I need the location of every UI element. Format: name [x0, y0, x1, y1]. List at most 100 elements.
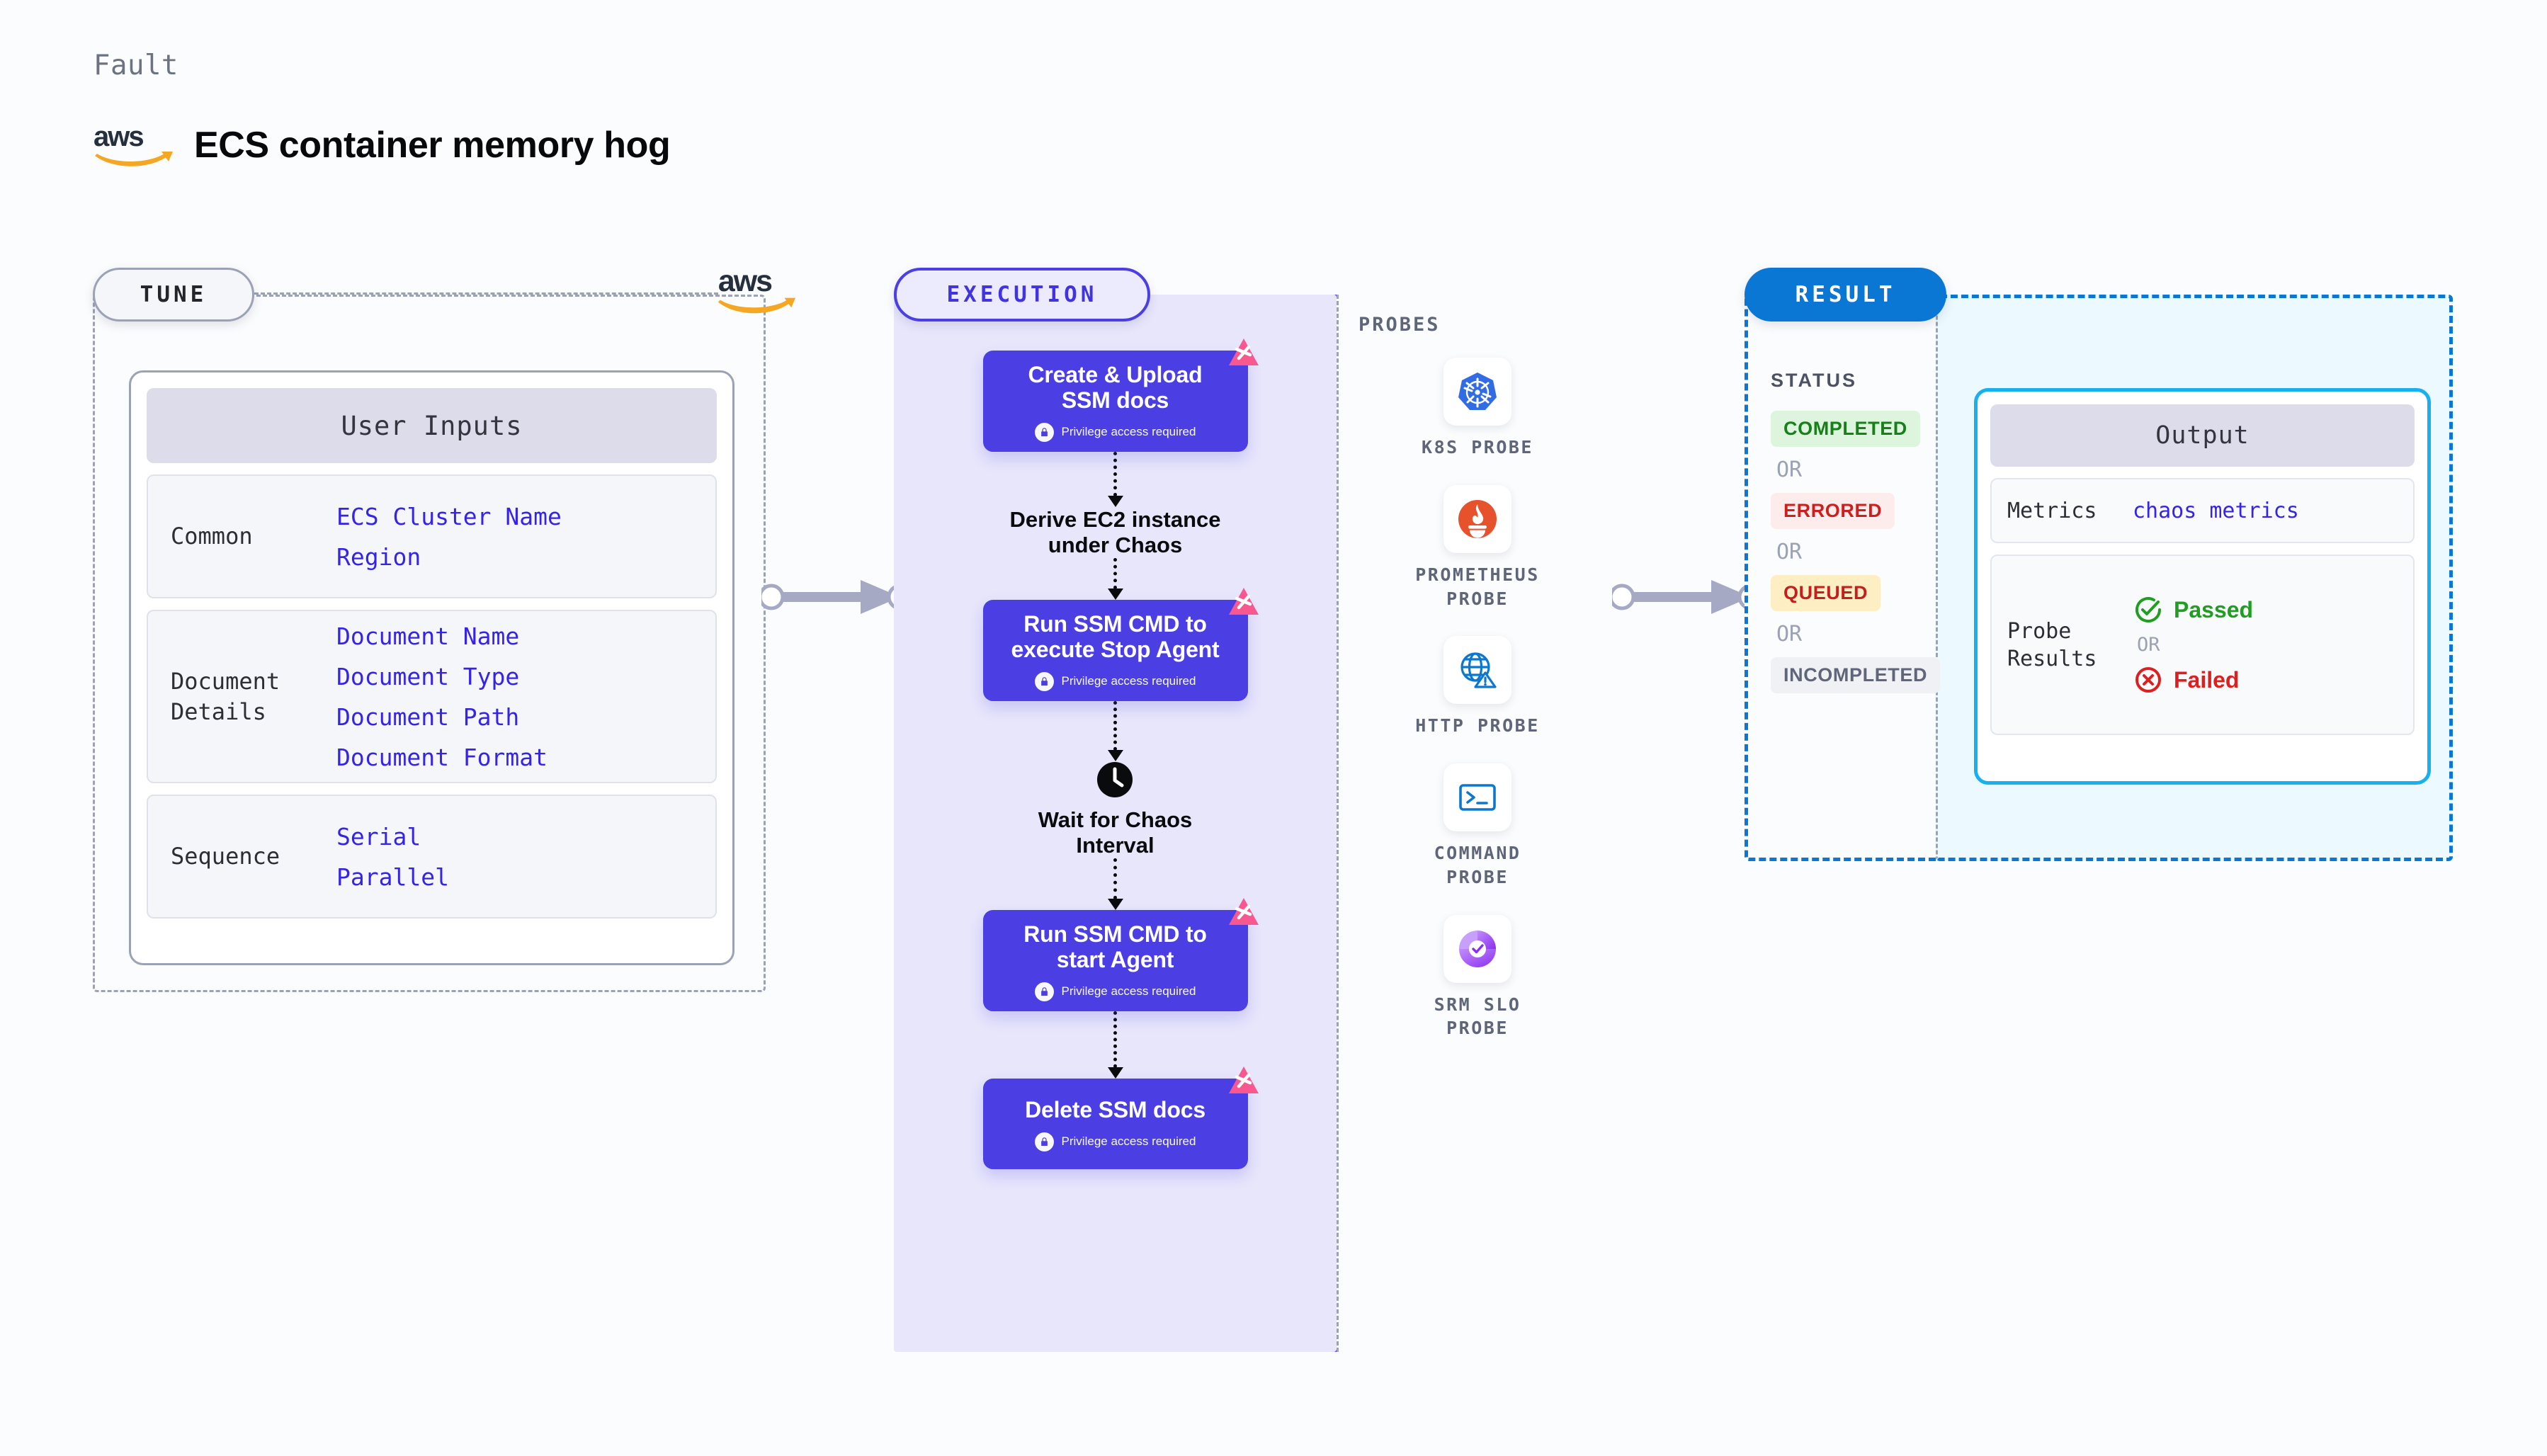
- input-row-common: Common ECS Cluster Name Region: [147, 474, 717, 598]
- status-badge-queued: QUEUED: [1771, 575, 1881, 611]
- probe-label: HTTP PROBE: [1415, 715, 1540, 736]
- input-value[interactable]: Document Format: [336, 743, 548, 771]
- status-badge-completed: COMPLETED: [1771, 411, 1920, 447]
- tune-connector-line: [254, 292, 718, 295]
- probe-failed-label: Failed: [2174, 666, 2240, 693]
- input-value[interactable]: Region: [336, 542, 421, 571]
- lock-icon: [1034, 982, 1054, 1001]
- page-title: ECS container memory hog: [194, 125, 671, 166]
- user-inputs-header: User Inputs: [147, 388, 717, 463]
- srm-slo-icon: [1443, 914, 1511, 983]
- status-badge-errored: ERRORED: [1771, 493, 1895, 529]
- connector-execution-to-result: [1612, 576, 1764, 618]
- input-value[interactable]: Document Type: [336, 662, 520, 690]
- probe-item-http[interactable]: HTTP PROBE: [1385, 636, 1570, 738]
- terminal-icon: [1443, 763, 1511, 831]
- http-globe-icon: [1443, 636, 1511, 705]
- prometheus-icon: [1443, 484, 1511, 553]
- flow-node-privilege: Privilege access required: [1034, 1132, 1196, 1151]
- lock-icon: [1034, 1132, 1054, 1151]
- litmus-badge-icon: [1227, 586, 1260, 618]
- probe-or-label: OR: [2137, 634, 2160, 656]
- flow-connector: [1107, 451, 1123, 507]
- svg-text:aws: aws: [718, 264, 772, 298]
- litmus-badge-icon: [1227, 897, 1260, 928]
- flow-connector: [1107, 1011, 1123, 1079]
- flow-node-privilege: Privilege access required: [1034, 671, 1196, 691]
- page-title-row: aws ECS container memory hog: [92, 120, 671, 170]
- probe-result-passed: Passed: [2133, 594, 2253, 625]
- status-section-label: STATUS: [1771, 370, 1857, 391]
- input-row-sequence: Sequence Serial Parallel: [147, 795, 717, 918]
- status-list: COMPLETED OR ERRORED OR QUEUED OR INCOMP…: [1771, 411, 1941, 693]
- probe-passed-label: Passed: [2174, 596, 2254, 622]
- connector-tune-to-execution: [761, 576, 914, 618]
- flow-connector: [1107, 700, 1123, 761]
- litmus-badge-icon: [1227, 337, 1260, 368]
- input-row-label: Common: [171, 523, 253, 550]
- status-or-label: OR: [1776, 622, 1803, 647]
- probe-item-k8s[interactable]: K8S PROBE: [1385, 358, 1570, 460]
- litmus-badge-icon: [1227, 1065, 1260, 1096]
- probe-result-options: Passed OR Failed: [2133, 594, 2253, 695]
- input-row-values: ECS Cluster Name Region: [336, 505, 562, 569]
- flow-node-privilege: Privilege access required: [1034, 982, 1196, 1001]
- page-kicker: Fault: [93, 50, 178, 81]
- flow-node-delete-ssm-docs[interactable]: Delete SSM docs Privilege access require…: [982, 1066, 1259, 1169]
- output-header: Output: [1990, 404, 2415, 467]
- input-value[interactable]: ECS Cluster Name: [336, 502, 562, 530]
- input-row-values: Serial Parallel: [336, 825, 449, 889]
- privilege-label: Privilege access required: [1061, 425, 1196, 439]
- svg-text:aws: aws: [93, 121, 143, 152]
- output-row-label: Metrics: [2007, 498, 2097, 523]
- privilege-label: Privilege access required: [1061, 984, 1196, 999]
- flow-connector: [1107, 557, 1123, 600]
- privilege-label: Privilege access required: [1061, 674, 1196, 688]
- clock-icon: [1096, 761, 1133, 798]
- probe-result-failed: Failed: [2133, 664, 2253, 695]
- kubernetes-icon: [1443, 358, 1511, 426]
- input-value[interactable]: Serial: [336, 822, 421, 851]
- tune-panel: [93, 295, 766, 992]
- tune-pill[interactable]: TUNE: [93, 268, 254, 322]
- flow-node-title: Delete SSM docs: [1025, 1097, 1206, 1123]
- output-metrics-value[interactable]: chaos metrics: [2133, 498, 2299, 523]
- execution-pill[interactable]: EXECUTION: [894, 268, 1150, 322]
- privilege-label: Privilege access required: [1061, 1134, 1196, 1149]
- flow-node-privilege: Privilege access required: [1034, 422, 1196, 442]
- status-or-label: OR: [1776, 540, 1803, 564]
- status-or-label: OR: [1776, 457, 1803, 482]
- input-value[interactable]: Document Name: [336, 622, 520, 650]
- input-value[interactable]: Parallel: [336, 863, 449, 891]
- input-row-label: Sequence: [171, 843, 280, 870]
- x-circle-icon: [2133, 664, 2164, 695]
- flow-connector: [1107, 858, 1123, 910]
- aws-provider-icon: aws: [715, 261, 797, 324]
- output-row-metrics: Metrics chaos metrics: [1990, 478, 2415, 543]
- result-pill[interactable]: RESULT: [1745, 268, 1946, 322]
- input-value[interactable]: Document Path: [336, 703, 520, 731]
